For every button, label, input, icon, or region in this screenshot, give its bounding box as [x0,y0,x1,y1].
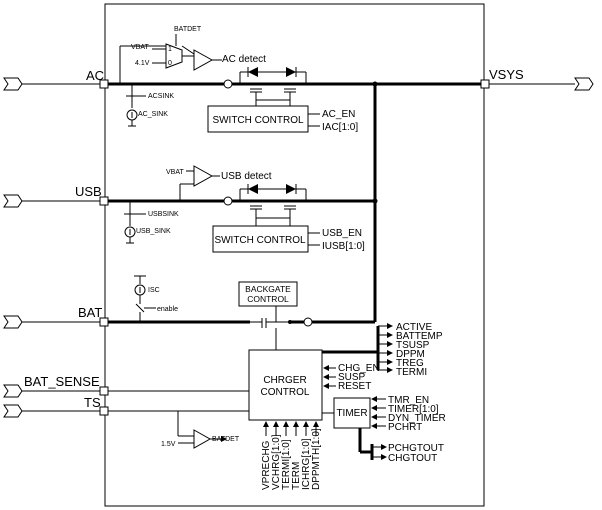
status-output-tsusp: TSUSP [396,340,430,351]
charger-label-line1: CHRGER [263,375,306,386]
isc-label: ISC [148,287,160,294]
status-output-battemp: BATTEMP [396,331,443,342]
pin-label-bat-sense: BAT_SENSE [24,374,100,389]
usb-vbat-label: VBAT [166,169,184,176]
timer-output-bus [358,428,387,460]
ac-ref-voltage-label: 4.1V [135,60,150,67]
backgate-label-line2: CONTROL [247,294,289,304]
pin-connector-bat-sense [3,384,100,398]
susp-input: SUSP [338,372,366,383]
chgtout-output: CHGTOUT [388,453,437,464]
pchgtout-output: PCHGTOUT [388,443,444,454]
vprechg-input: VPRECHG [261,440,272,490]
status-output-treg: TREG [396,358,424,369]
ac-switch-fets [239,67,307,106]
backgate-control-box: BACKGATE CONTROL [238,281,298,307]
chg-en-input: CHG_EN [338,363,380,374]
dppmth-input: DPPMTH[1:0] [311,428,322,490]
usb-detect-comparator [186,165,220,187]
status-output-dppm: DPPM [396,349,425,360]
timer-box: TIMER [322,397,371,429]
ac-en-input: AC_EN [322,109,355,120]
usb-en-input: USB_EN [322,228,362,239]
pin-label-bat: BAT [78,305,102,320]
pin-label-ts: TS [84,395,101,410]
chip-outline [104,3,485,507]
usbsink-label: USBSINK [148,211,179,218]
termi-input: TERMI[1:0] [281,439,292,490]
ts-line [108,410,249,449]
ac-power-path [108,45,481,96]
usb-detect-label: USB detect [221,171,272,182]
timer-sel-input: TIMER[1:0] [388,404,439,415]
pad-vsys [480,79,490,89]
usb-switch-fets [239,184,307,226]
ac-sink-label: AC_SINK [138,111,168,118]
pad-bat-sense [99,386,109,396]
ac-mux-one: 1 [168,46,172,53]
ac-detect-label: AC detect [222,54,266,65]
usb-switch-control-label: SWITCH CONTROL [214,235,306,246]
timer-label: TIMER [336,408,367,419]
vsys-junction-ac [372,81,378,87]
charger-label-line2: CONTROL [261,387,310,398]
bat-fet [261,304,290,350]
vchrg-input: VCHRG[1:0] [271,434,282,490]
charger-bottom-input-arrows [263,421,319,436]
charger-control-box: CHRGER CONTROL [248,349,323,421]
reset-input: RESET [338,381,371,392]
iusb-input: IUSB[1:0] [322,241,365,252]
pin-label-usb: USB [75,184,102,199]
pin-connector-usb [3,194,100,208]
charger-control-inputs [323,365,336,389]
vsys-junction-usb [372,198,378,204]
status-output-termi: TERMI [396,367,427,378]
pchrt-input: PCHRT [388,422,422,433]
isc-current-source [134,275,156,322]
timer-input-arrows [371,396,386,429]
dyn-timer-input: DYN_TIMER [388,413,446,424]
ichrg-input: ICHRG[1:0] [301,438,312,490]
iac-input: IAC[1:0] [322,122,358,133]
ac-switch-control-box: SWITCH CONTROL [207,105,320,133]
usb-power-path [108,183,375,214]
ac-switch-control-label: SWITCH CONTROL [212,115,304,126]
ac-detect-comparator [152,34,222,71]
acsink-label: ACSINK [148,93,174,100]
pin-connector-bat [3,315,100,329]
enable-label: enable [157,306,178,313]
ac-batdet-label: BATDET [174,26,202,33]
usb-sink-label: USB_SINK [136,228,171,235]
pin-connector-vsys [489,77,594,91]
usb-switch-control-box: SWITCH CONTROL [212,225,320,253]
pin-label-vsys: VSYS [489,67,524,82]
status-output-active: ACTIVE [396,322,432,333]
status-bus [322,323,393,373]
ac-sink-circuit [126,95,146,127]
pin-connector-ts [3,404,100,418]
pad-ts [99,406,109,416]
ts-batdet-label: BATDET [212,436,240,443]
tmr-en-input: TMR_EN [388,395,429,406]
backgate-label-line1: BACKGATE [245,284,291,294]
ac-vbat-label: VBAT [131,44,149,51]
term-input: TERM [291,462,302,490]
ac-mux-zero: 0 [168,60,172,67]
pin-label-ac: AC [86,68,104,83]
pin-connector-ac [3,77,100,91]
usb-sink-circuit [124,213,146,244]
bat-power-path [108,317,375,327]
ts-ref-voltage: 1.5V [161,441,176,448]
